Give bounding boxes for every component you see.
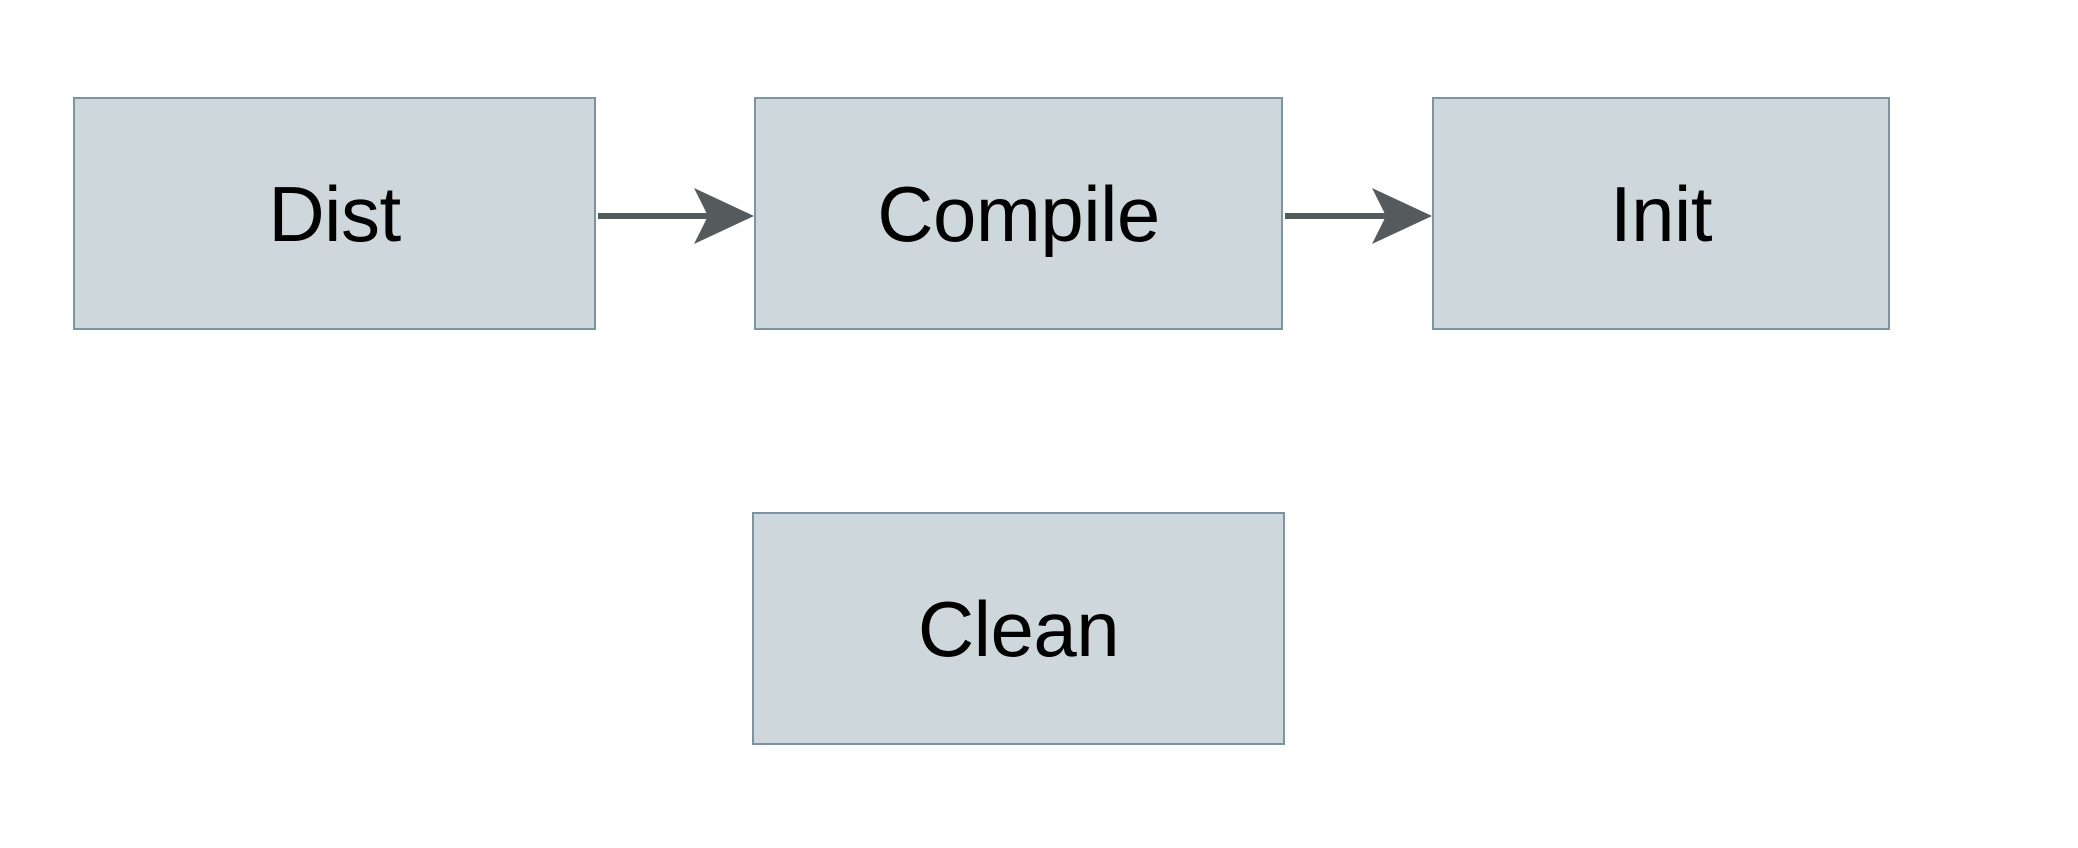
- node-dist[interactable]: Dist: [73, 97, 596, 330]
- node-compile[interactable]: Compile: [754, 97, 1283, 330]
- node-init-label: Init: [1609, 169, 1713, 258]
- node-compile-label: Compile: [877, 169, 1160, 258]
- node-clean-label: Clean: [917, 584, 1120, 673]
- node-dist-label: Dist: [268, 169, 401, 258]
- arrowhead-icon: [694, 188, 754, 244]
- arrowhead-icon: [1372, 188, 1432, 244]
- edge-dist-to-compile[interactable]: [598, 188, 754, 244]
- edge-compile-to-init[interactable]: [1285, 188, 1432, 244]
- node-clean[interactable]: Clean: [752, 512, 1285, 745]
- node-init[interactable]: Init: [1432, 97, 1890, 330]
